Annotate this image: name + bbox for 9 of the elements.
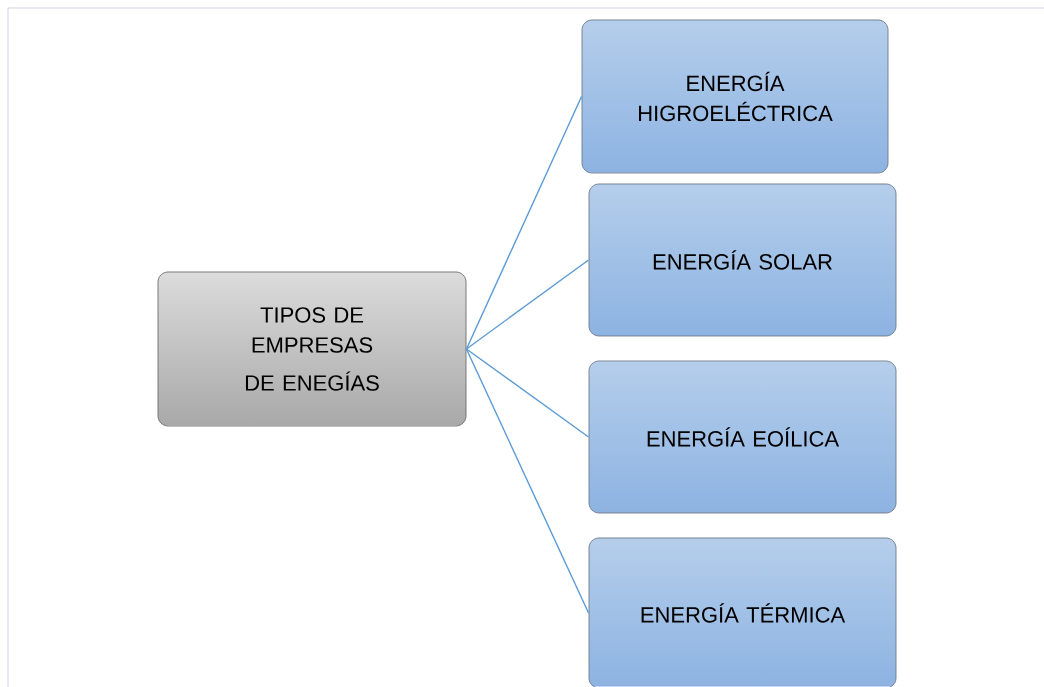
connector-line (465, 259, 590, 350)
connector-line (465, 95, 583, 350)
connector-line (465, 348, 590, 614)
connector-line (465, 348, 590, 438)
topic-box: ENERGÍA SOLAR (588, 183, 897, 337)
topic-box: ENERGÍA TÉRMICA (588, 537, 897, 687)
topic-box: ENERGÍA EOÍLICA (588, 360, 897, 514)
root-box: TIPOS DE EMPRESAS DE ENEGÍAS (157, 271, 467, 427)
topic-box: ENERGÍA HIGROELÉCTRICA (581, 19, 889, 174)
